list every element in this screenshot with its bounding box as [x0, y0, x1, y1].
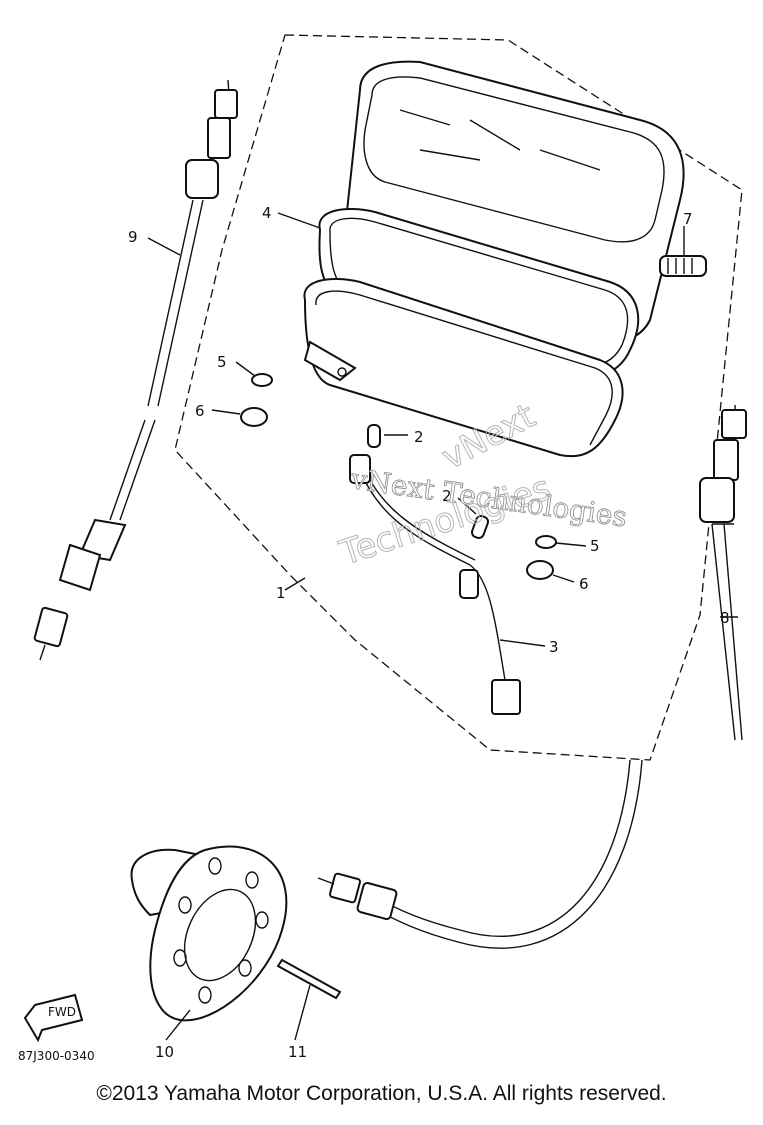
callout-5-right: 5 [590, 537, 600, 555]
leader-10 [165, 1009, 191, 1041]
diagram-code: 87J300-0340 [18, 1049, 95, 1063]
pin-11 [276, 958, 342, 1000]
callout-5-left: 5 [217, 353, 227, 371]
callout-10: 10 [155, 1043, 174, 1061]
leader-2b [457, 497, 477, 515]
callout-9: 9 [128, 228, 138, 246]
fwd-label: FWD [48, 1005, 76, 1019]
leader-3 [499, 639, 546, 647]
callout-6-left: 6 [195, 402, 205, 420]
meter-bracket [303, 278, 624, 458]
leader-5b [555, 542, 587, 547]
nut-6-left [240, 407, 268, 427]
callout-2-upper: 2 [414, 428, 424, 446]
washer-5-right [535, 535, 557, 549]
wire-harness [349, 454, 521, 715]
callout-4: 4 [262, 204, 272, 222]
leader-1 [284, 577, 306, 591]
callout-2-lower: 2 [442, 487, 452, 505]
leader-6b [552, 574, 575, 583]
callout-3: 3 [549, 638, 559, 656]
leader-9 [147, 237, 181, 256]
callout-6-right: 6 [579, 575, 589, 593]
cable-9 [33, 79, 238, 661]
copyright-notice: ©2013 Yamaha Motor Corporation, U.S.A. A… [96, 1082, 667, 1105]
leader-5a [235, 361, 256, 377]
fwd-arrow-icon: FWD [23, 993, 84, 1043]
leader-6a [211, 409, 241, 415]
bulb-2-upper [367, 424, 381, 448]
callout-7: 7 [683, 210, 693, 228]
callout-11: 11 [288, 1043, 307, 1061]
cable-8 [317, 404, 747, 949]
nut-6-right [526, 560, 554, 580]
bulb-2-lower [471, 515, 489, 539]
meter-gear-10 [130, 845, 288, 1022]
leader-4 [277, 212, 321, 229]
callout-1: 1 [276, 584, 286, 602]
washer-5-left [251, 373, 273, 387]
leader-11 [294, 984, 311, 1041]
callout-8: 8 [720, 609, 730, 627]
